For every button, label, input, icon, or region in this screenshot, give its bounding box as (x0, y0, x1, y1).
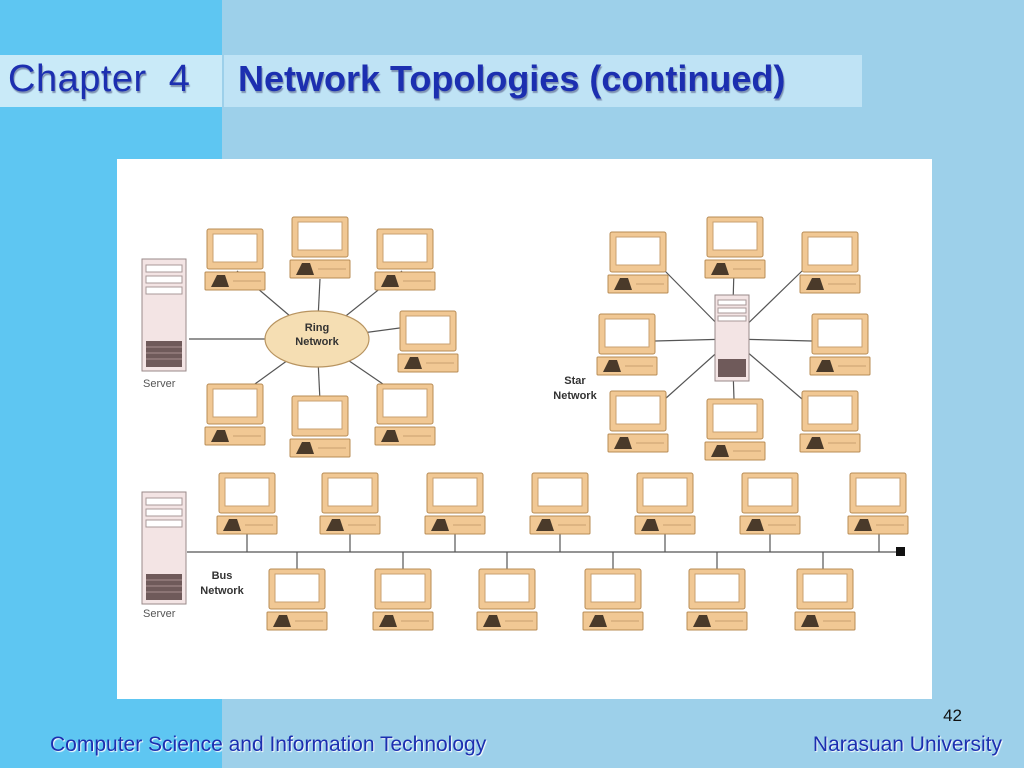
footer-university: Narasuan University (812, 733, 1002, 756)
ring-label-line1: Ring (305, 322, 329, 334)
computer-icon (686, 568, 748, 631)
computer-icon (607, 390, 669, 453)
star-label-line1: Star (564, 375, 586, 387)
computer-icon (424, 472, 486, 535)
computer-icon (374, 228, 436, 291)
computer-icon (634, 472, 696, 535)
bus-label-line1: Bus (212, 570, 233, 582)
computer-icon (204, 383, 266, 446)
ring-label-line2: Network (295, 336, 339, 348)
computer-icon (739, 472, 801, 535)
computer-icon (799, 231, 861, 294)
bus-label-line2: Network (200, 585, 244, 597)
chapter-heading: Chapter 4 (8, 58, 190, 101)
computer-icon (704, 216, 766, 279)
ring-server-icon (141, 258, 187, 372)
computer-icon (289, 395, 351, 458)
computer-icon (847, 472, 909, 535)
computer-icon (476, 568, 538, 631)
computer-icon (596, 313, 658, 376)
footer-department: Computer Science and Information Technol… (50, 733, 487, 756)
computer-icon (372, 568, 434, 631)
ring-hub (264, 310, 370, 368)
computer-icon (809, 313, 871, 376)
computer-icon (794, 568, 856, 631)
network-topology-diagram: Server Ring Network (117, 159, 932, 699)
computer-icon (607, 231, 669, 294)
ring-server-label: Server (143, 378, 176, 390)
computer-icon (266, 568, 328, 631)
chapter-label: Chapter (8, 58, 147, 100)
bus-network: Server Bus Network (141, 472, 909, 631)
title-box (224, 55, 862, 107)
computer-icon (397, 310, 459, 373)
bus-server-label: Server (143, 608, 176, 620)
ring-network: Server Ring Network (141, 216, 459, 458)
topology-svg: Server Ring Network (141, 216, 909, 631)
star-network: Star Network (553, 216, 871, 461)
bus-terminator (896, 547, 905, 556)
computer-icon (582, 568, 644, 631)
slide-title: Network Topologies (continued) (238, 58, 786, 99)
computer-icon (319, 472, 381, 535)
page-number: 42 (943, 706, 962, 725)
computer-icon (374, 383, 436, 446)
star-label-line2: Network (553, 390, 597, 402)
computer-icon (204, 228, 266, 291)
computer-icon (704, 398, 766, 461)
computer-icon (289, 216, 351, 279)
chapter-number: 4 (168, 58, 191, 100)
bus-server-icon (141, 491, 187, 605)
chapter-box (0, 55, 222, 107)
star-hub-server-icon (714, 294, 750, 382)
computer-icon (799, 390, 861, 453)
computer-icon (216, 472, 278, 535)
computer-icon (529, 472, 591, 535)
